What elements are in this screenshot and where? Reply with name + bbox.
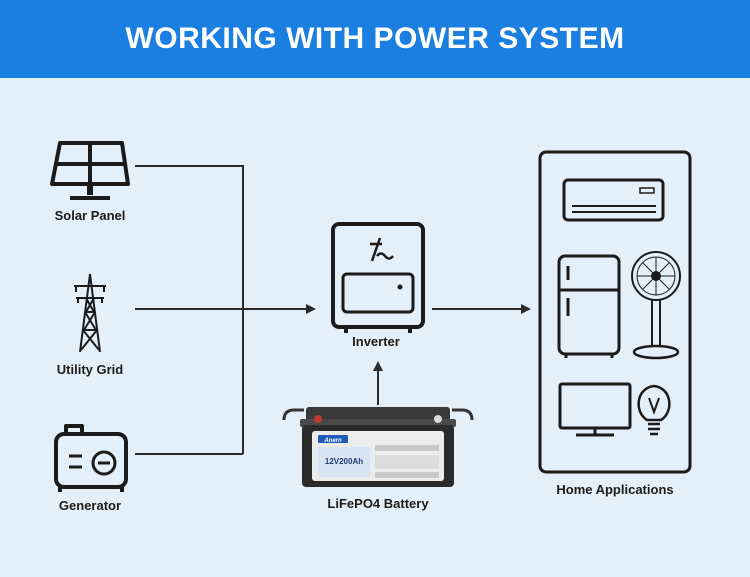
inverter-label: Inverter	[352, 334, 400, 349]
battery-model: 12V200Ah	[325, 457, 363, 466]
air-conditioner-icon	[562, 178, 665, 222]
refrigerator-icon	[557, 254, 621, 358]
battery-brand: Anern	[323, 438, 342, 444]
solar-panel-icon	[50, 141, 130, 200]
battery-label: LiFePO4 Battery	[327, 496, 429, 511]
fan-icon	[631, 251, 681, 360]
battery-icon: Anern 12V200Ah	[282, 407, 474, 487]
home-applications-box	[538, 150, 692, 474]
page-title: WORKING WITH POWER SYSTEM	[125, 22, 625, 55]
connectors	[135, 165, 531, 455]
transmission-tower-icon	[74, 273, 106, 353]
home-applications-label: Home Applications	[556, 482, 674, 497]
source-label-utility-grid: Utility Grid	[56, 362, 124, 377]
solar-connector	[135, 165, 244, 454]
tv-icon	[558, 382, 632, 437]
header-banner: WORKING WITH POWER SYSTEM	[0, 0, 750, 78]
light-bulb-icon	[637, 384, 671, 436]
inverter-icon	[331, 222, 425, 333]
generator-icon	[54, 424, 128, 492]
inverter-dc-ac-symbol	[370, 237, 394, 262]
source-label-solar-panel: Solar Panel	[54, 208, 126, 223]
source-label-generator: Generator	[58, 498, 122, 513]
